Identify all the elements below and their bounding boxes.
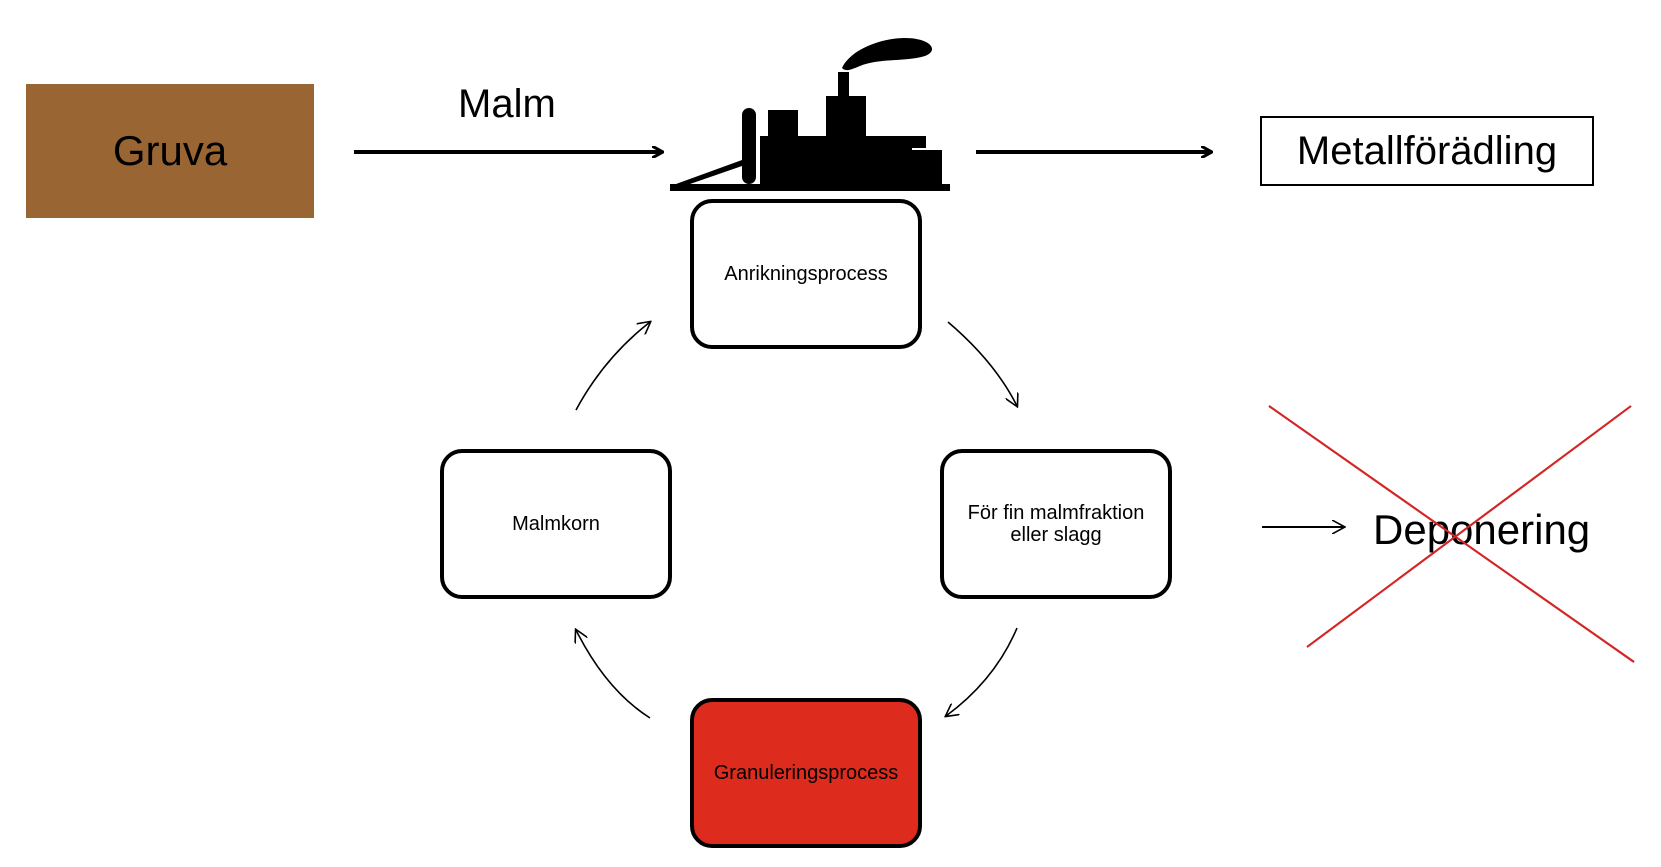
arrow-forfin-to-granulering: [946, 627, 1018, 716]
node-anrikningsprocess: Anrikningsprocess: [690, 199, 922, 349]
metallforadling-label: Metallförädling: [1296, 128, 1558, 173]
node-anrikningsprocess-label: Anrikningsprocess: [724, 263, 888, 285]
deponering-label: Deponering: [1373, 506, 1591, 553]
arrow-malmkorn-to-anrikning: [575, 322, 650, 411]
gruva-label: Gruva: [112, 127, 228, 174]
node-for-fin-label-line2: eller slagg: [1010, 524, 1102, 546]
factory-icon: [670, 38, 950, 191]
arrow-anrikning-to-forfin: [947, 321, 1017, 406]
node-for-fin-label-line1: För fin malmfraktion: [967, 502, 1145, 524]
metallforadling-box: Metallförädling: [1260, 116, 1594, 186]
malm-label: Malm: [458, 82, 556, 126]
node-for-fin-malmfraktion: För fin malmfraktion eller slagg: [940, 449, 1172, 599]
node-malmkorn: Malmkorn: [440, 449, 672, 599]
node-granuleringsprocess: Granuleringsprocess: [690, 698, 922, 848]
node-malmkorn-label: Malmkorn: [512, 513, 600, 535]
gruva-box: Gruva: [26, 84, 314, 218]
arrow-granulering-to-malmkorn: [576, 630, 651, 719]
node-granuleringsprocess-label: Granuleringsprocess: [713, 762, 899, 784]
